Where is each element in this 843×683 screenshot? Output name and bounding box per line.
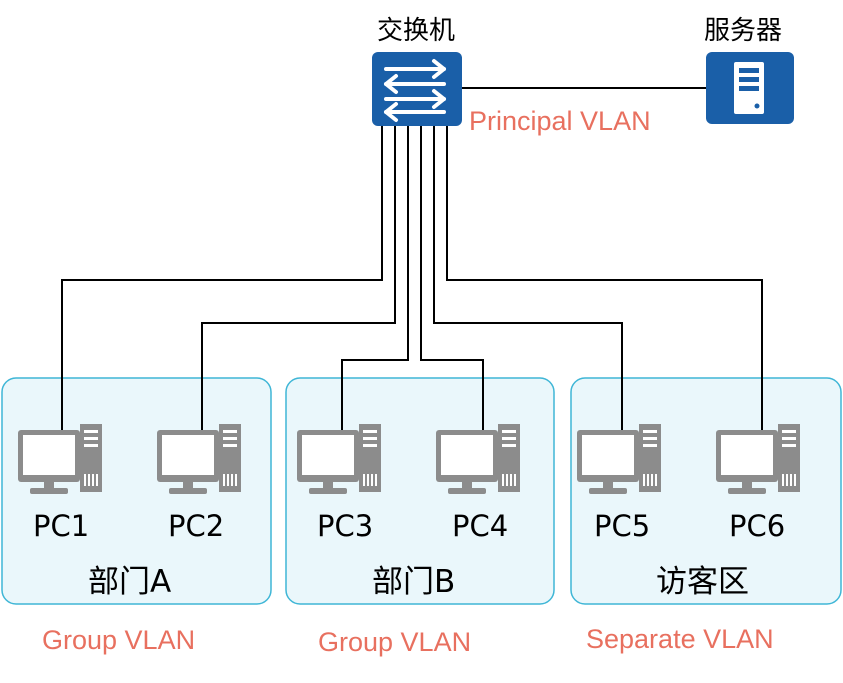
switch-label: 交换机 bbox=[377, 16, 456, 46]
switch-icon bbox=[372, 52, 462, 126]
group-label-a: 部门A bbox=[88, 564, 172, 600]
pc-label-6: PC6 bbox=[729, 509, 786, 543]
pc-label-3: PC3 bbox=[317, 509, 374, 543]
pc-label-5: PC5 bbox=[594, 509, 651, 543]
pc-icon bbox=[577, 424, 661, 494]
pc-icon bbox=[716, 424, 800, 494]
vlan-label-b: Group VLAN bbox=[318, 627, 472, 657]
pc-label-2: PC2 bbox=[168, 509, 225, 543]
pc-label-1: PC1 bbox=[33, 509, 90, 543]
pc-icon bbox=[297, 424, 381, 494]
vlan-label-guest: Separate VLAN bbox=[586, 624, 774, 654]
server-icon bbox=[706, 52, 794, 124]
connection-lines bbox=[61, 87, 763, 430]
pc-icon bbox=[157, 424, 241, 494]
server-label: 服务器 bbox=[704, 16, 783, 46]
principal-vlan-label: Principal VLAN bbox=[469, 106, 651, 136]
group-label-guest: 访客区 bbox=[656, 564, 749, 600]
pc-label-4: PC4 bbox=[452, 509, 509, 543]
pc-icon bbox=[18, 424, 102, 494]
pc-icon bbox=[436, 424, 520, 494]
vlan-label-a: Group VLAN bbox=[42, 625, 196, 655]
group-label-b: 部门B bbox=[372, 564, 456, 600]
